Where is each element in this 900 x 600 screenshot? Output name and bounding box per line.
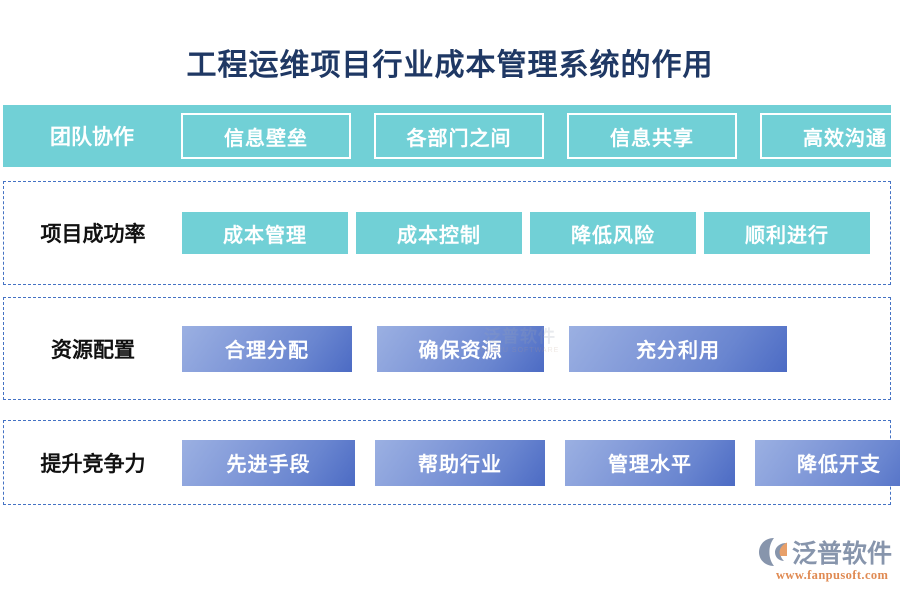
row-resource-chip-group: 合理分配 确保资源 充分利用 xyxy=(182,298,890,399)
chip-team-4[interactable]: 高效沟通 xyxy=(760,113,900,159)
fanpu-logo-icon xyxy=(758,537,790,567)
chip-compete-4[interactable]: 降低开支 xyxy=(755,439,900,486)
chip-team-1[interactable]: 信息壁垒 xyxy=(181,113,351,159)
row-label-team-collaboration: 团队协作 xyxy=(50,125,134,149)
row-compete-chip-group: 先进手段 帮助行业 管理水平 降低开支 xyxy=(182,421,900,504)
chip-resource-1[interactable]: 合理分配 xyxy=(182,325,352,372)
chip-success-4[interactable]: 顺利进行 xyxy=(704,212,870,254)
chip-resource-2[interactable]: 确保资源 xyxy=(377,325,544,372)
row-project-success-rate: 项目成功率 成本管理 成本控制 降低风险 顺利进行 xyxy=(3,181,891,285)
row-label-improve-competitiveness: 提升竞争力 xyxy=(40,451,146,476)
chip-team-3[interactable]: 信息共享 xyxy=(567,113,737,159)
row-team-chip-group: 信息壁垒 各部门之间 信息共享 高效沟通 xyxy=(181,105,900,167)
row-success-chip-group: 成本管理 成本控制 降低风险 顺利进行 xyxy=(182,182,890,284)
chip-team-2[interactable]: 各部门之间 xyxy=(374,113,544,159)
chip-compete-2[interactable]: 帮助行业 xyxy=(375,439,545,486)
row-team-collaboration: 团队协作 信息壁垒 各部门之间 信息共享 高效沟通 xyxy=(3,105,900,167)
row-label-resource-allocation: 资源配置 xyxy=(51,337,135,362)
chip-compete-3[interactable]: 管理水平 xyxy=(565,439,735,486)
brand-logo: 泛普软件 www.fanpusoft.com xyxy=(758,535,898,590)
chip-success-3[interactable]: 降低风险 xyxy=(530,212,696,254)
page-title: 工程运维项目行业成本管理系统的作用 xyxy=(186,49,714,82)
brand-name: 泛普软件 xyxy=(792,541,893,568)
chip-success-2[interactable]: 成本控制 xyxy=(356,212,522,254)
chip-success-1[interactable]: 成本管理 xyxy=(182,212,348,254)
brand-url: www.fanpusoft.com xyxy=(776,568,889,582)
chip-resource-3[interactable]: 充分利用 xyxy=(569,325,787,372)
brand-logo-top: 泛普软件 xyxy=(758,535,892,569)
row-improve-competitiveness: 提升竞争力 先进手段 帮助行业 管理水平 降低开支 xyxy=(3,420,900,505)
chip-compete-1[interactable]: 先进手段 xyxy=(182,439,355,486)
row-label-project-success-rate: 项目成功率 xyxy=(40,222,146,246)
row-resource-allocation: 资源配置 合理分配 确保资源 充分利用 xyxy=(3,297,891,400)
